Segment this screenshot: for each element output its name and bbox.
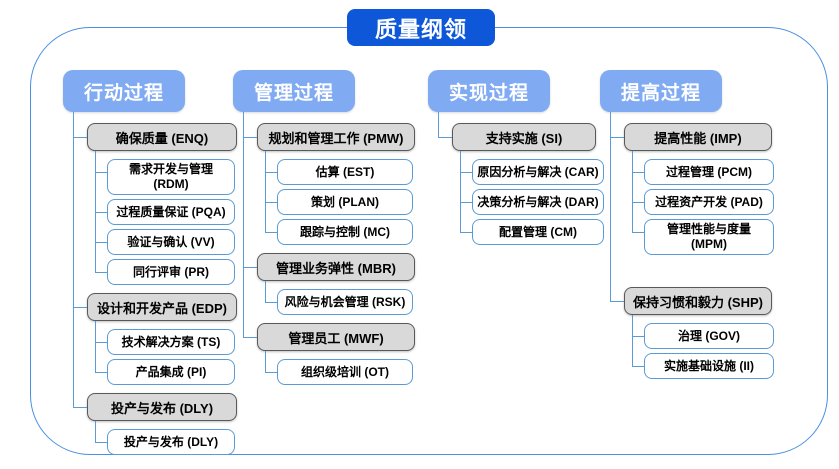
- child-list: 组织级培训 (OT): [265, 351, 415, 385]
- sub-process-box: 风险与机会管理 (RSK): [277, 289, 413, 315]
- child-list: 估算 (EST) 策划 (PLAN) 跟踪与控制 (MC): [265, 151, 415, 245]
- child-node: 投产与发布 (DLY): [95, 421, 237, 455]
- group-node: 管理业务弹性 (MBR) 风险与机会管理 (RSK): [243, 245, 415, 315]
- child-node: 同行评审 (PR): [95, 255, 237, 285]
- group-node: 保持习惯和毅力 (SHP) 治理 (GOV) 实施基础设施 (II): [610, 255, 774, 379]
- child-node: 实施基础设施 (II): [632, 349, 774, 379]
- group-node: 确保质量 (ENQ) 需求开发与管理 (RDM) 过程质量保证 (PQA) 验证与确认…: [73, 112, 237, 285]
- sub-process-box: 投产与发布 (DLY): [107, 429, 235, 455]
- sub-process-box: 跟踪与控制 (MC): [277, 219, 413, 245]
- child-node: 策划 (PLAN): [265, 185, 415, 215]
- child-list: 过程管理 (PCM) 过程资产开发 (PAD) 管理性能与度量 (MPM): [632, 151, 774, 255]
- group-node: 管理员工 (MWF) 组织级培训 (OT): [243, 315, 415, 385]
- child-node: 风险与机会管理 (RSK): [265, 281, 415, 315]
- sub-process-box: 组织级培训 (OT): [277, 359, 413, 385]
- parent-process-box: 规划和管理工作 (PMW): [257, 123, 415, 151]
- child-node: 组织级培训 (OT): [265, 351, 415, 385]
- column-header: 管理过程: [233, 70, 355, 112]
- sub-process-box: 技术解决方案 (TS): [107, 329, 235, 355]
- sub-process-box: 策划 (PLAN): [277, 189, 413, 215]
- parent-process-box: 投产与发布 (DLY): [87, 393, 237, 421]
- sub-process-box: 治理 (GOV): [644, 323, 774, 349]
- child-node: 产品集成 (PI): [95, 355, 237, 385]
- child-node: 过程资产开发 (PAD): [632, 185, 774, 215]
- child-node: 过程管理 (PCM): [632, 151, 774, 185]
- column-header: 实现过程: [428, 70, 550, 112]
- child-node: 验证与确认 (VV): [95, 225, 237, 255]
- child-list: 需求开发与管理 (RDM) 过程质量保证 (PQA) 验证与确认 (VV) 同行评审 …: [95, 151, 237, 285]
- group-list: 提高性能 (IMP) 过程管理 (PCM) 过程资产开发 (PAD) 管理性能与度量 …: [610, 112, 774, 379]
- child-node: 需求开发与管理 (RDM): [95, 151, 237, 195]
- diagram-title: 质量纲领: [347, 9, 495, 46]
- child-list: 风险与机会管理 (RSK): [265, 281, 415, 315]
- group-list: 规划和管理工作 (PMW) 估算 (EST) 策划 (PLAN) 跟踪与控制 (MC)…: [243, 112, 415, 385]
- child-node: 管理性能与度量 (MPM): [632, 215, 774, 255]
- child-list: 原因分析与解决 (CAR) 决策分析与解决 (DAR) 配置管理 (CM): [460, 151, 604, 245]
- child-node: 原因分析与解决 (CAR): [460, 151, 604, 185]
- sub-process-box: 需求开发与管理 (RDM): [107, 159, 235, 195]
- group-node: 支持实施 (SI) 原因分析与解决 (CAR) 决策分析与解决 (DAR) 配置管理 …: [438, 112, 604, 245]
- sub-process-box: 同行评审 (PR): [107, 259, 235, 285]
- child-node: 跟踪与控制 (MC): [265, 215, 415, 245]
- group-list: 支持实施 (SI) 原因分析与解决 (CAR) 决策分析与解决 (DAR) 配置管理 …: [438, 112, 604, 245]
- child-node: 过程质量保证 (PQA): [95, 195, 237, 225]
- sub-process-box: 实施基础设施 (II): [644, 353, 774, 379]
- parent-process-box: 管理员工 (MWF): [257, 323, 415, 351]
- group-node: 规划和管理工作 (PMW) 估算 (EST) 策划 (PLAN) 跟踪与控制 (MC): [243, 112, 415, 245]
- sub-process-box: 过程资产开发 (PAD): [644, 189, 774, 215]
- sub-process-box: 决策分析与解决 (DAR): [472, 189, 604, 215]
- group-node: 设计和开发产品 (EDP) 技术解决方案 (TS) 产品集成 (PI): [73, 285, 237, 385]
- process-column-2: 管理过程规划和管理工作 (PMW) 估算 (EST) 策划 (PLAN) 跟踪与控制 …: [233, 70, 415, 385]
- process-column-4: 提高过程提高性能 (IMP) 过程管理 (PCM) 过程资产开发 (PAD) 管理性能…: [600, 70, 774, 379]
- child-node: 配置管理 (CM): [460, 215, 604, 245]
- sub-process-box: 配置管理 (CM): [472, 219, 604, 245]
- parent-process-box: 保持习惯和毅力 (SHP): [624, 287, 772, 315]
- process-column-1: 行动过程确保质量 (ENQ) 需求开发与管理 (RDM) 过程质量保证 (PQA) 验…: [63, 70, 237, 455]
- child-node: 治理 (GOV): [632, 315, 774, 349]
- group-node: 提高性能 (IMP) 过程管理 (PCM) 过程资产开发 (PAD) 管理性能与度量 …: [610, 112, 774, 255]
- column-header: 提高过程: [600, 70, 722, 112]
- child-list: 投产与发布 (DLY): [95, 421, 237, 455]
- sub-process-box: 估算 (EST): [277, 159, 413, 185]
- sub-process-box: 验证与确认 (VV): [107, 229, 235, 255]
- child-node: 技术解决方案 (TS): [95, 321, 237, 355]
- group-node: 投产与发布 (DLY) 投产与发布 (DLY): [73, 385, 237, 455]
- parent-process-box: 管理业务弹性 (MBR): [257, 253, 415, 281]
- parent-process-box: 提高性能 (IMP): [624, 123, 772, 151]
- child-node: 决策分析与解决 (DAR): [460, 185, 604, 215]
- column-header: 行动过程: [63, 70, 185, 112]
- sub-process-box: 过程质量保证 (PQA): [107, 199, 235, 225]
- process-column-3: 实现过程支持实施 (SI) 原因分析与解决 (CAR) 决策分析与解决 (DAR) 配…: [428, 70, 604, 245]
- sub-process-box: 管理性能与度量 (MPM): [644, 219, 774, 255]
- sub-process-box: 产品集成 (PI): [107, 359, 235, 385]
- parent-process-box: 支持实施 (SI): [452, 123, 596, 151]
- group-list: 确保质量 (ENQ) 需求开发与管理 (RDM) 过程质量保证 (PQA) 验证与确认…: [73, 112, 237, 455]
- parent-process-box: 设计和开发产品 (EDP): [87, 293, 237, 321]
- parent-process-box: 确保质量 (ENQ): [87, 123, 237, 151]
- child-node: 估算 (EST): [265, 151, 415, 185]
- child-list: 技术解决方案 (TS) 产品集成 (PI): [95, 321, 237, 385]
- child-list: 治理 (GOV) 实施基础设施 (II): [632, 315, 774, 379]
- sub-process-box: 原因分析与解决 (CAR): [472, 159, 604, 185]
- sub-process-box: 过程管理 (PCM): [644, 159, 774, 185]
